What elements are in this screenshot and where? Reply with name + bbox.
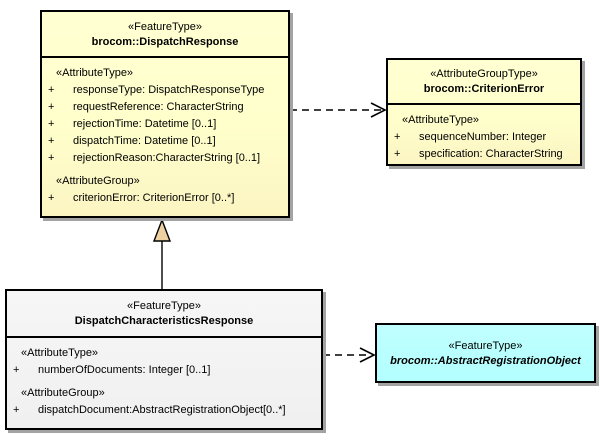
- class-header: «FeatureType» DispatchCharacteristicsRes…: [7, 291, 321, 338]
- section-heading-attribute-group: «AttributeGroup»: [56, 175, 140, 187]
- stereotype-label: «AttributeGroupType»: [430, 68, 538, 80]
- attribute-row: + requestReference: CharacterString: [42, 99, 288, 116]
- attribute-text: responseType: DispatchResponseType: [73, 84, 265, 96]
- attribute-row: + specification: CharacterString: [388, 146, 580, 163]
- attribute-row: + numberOfDocuments: Integer [0..1]: [7, 362, 321, 379]
- attribute-text: rejectionTime: Datetime [0..1]: [73, 118, 217, 130]
- attribute-row: + rejectionReason:CharacterString [0..1]: [42, 150, 288, 167]
- class-header: «FeatureType» brocom::AbstractRegistrati…: [377, 325, 594, 381]
- stereotype-label: «FeatureType»: [128, 20, 202, 33]
- dependency-arrow-criterion-error: [290, 102, 387, 118]
- class-header: «AttributeGroupType» brocom::CriterionEr…: [388, 60, 580, 105]
- visibility-marker: +: [394, 148, 401, 160]
- stereotype-label: «FeatureType»: [127, 300, 201, 312]
- attribute-row: + dispatchDocument:AbstractRegistrationO…: [7, 402, 321, 419]
- visibility-marker: +: [13, 404, 20, 416]
- visibility-marker: +: [48, 152, 55, 164]
- generalization-arrow: [152, 218, 172, 289]
- attribute-text: specification: CharacterString: [419, 148, 563, 160]
- attribute-text: numberOfDocuments: Integer [0..1]: [38, 364, 211, 376]
- class-box-dispatch-response: «FeatureType» brocom::DispatchResponse «…: [40, 10, 290, 218]
- class-box-criterion-error: «AttributeGroupType» brocom::CriterionEr…: [386, 58, 582, 166]
- attribute-row: + dispatchTime: Datetime [0..1]: [42, 133, 288, 150]
- visibility-marker: +: [48, 135, 55, 147]
- visibility-marker: +: [13, 364, 20, 376]
- attribute-row: + sequenceNumber: Integer: [388, 129, 580, 146]
- section-heading-attribute-group: «AttributeGroup»: [21, 387, 105, 399]
- visibility-marker: +: [48, 118, 55, 130]
- dependency-arrow-dispatch-document: [323, 347, 376, 363]
- attribute-row: + criterionError: CriterionError [0..*]: [42, 190, 288, 207]
- class-body: «AttributeType» + numberOfDocuments: Int…: [7, 338, 321, 419]
- attribute-text: requestReference: CharacterString: [73, 101, 244, 113]
- class-box-dispatch-characteristics-response: «FeatureType» DispatchCharacteristicsRes…: [5, 289, 323, 430]
- visibility-marker: +: [394, 131, 401, 143]
- visibility-marker: +: [48, 101, 55, 113]
- attribute-text: dispatchDocument:AbstractRegistrationObj…: [38, 404, 286, 416]
- class-name: brocom::AbstractRegistrationObject: [390, 354, 581, 367]
- class-name: brocom::CriterionError: [423, 83, 545, 95]
- visibility-marker: +: [48, 84, 55, 96]
- attribute-text: criterionError: CriterionError [0..*]: [73, 192, 235, 204]
- section-heading-attribute-type: «AttributeType»: [402, 114, 480, 126]
- stereotype-label: «FeatureType»: [448, 339, 523, 352]
- attribute-text: rejectionReason:CharacterString [0..1]: [73, 152, 261, 164]
- class-body: «AttributeType» + responseType: Dispatch…: [42, 58, 288, 207]
- visibility-marker: +: [48, 192, 55, 204]
- class-name: DispatchCharacteristicsResponse: [74, 315, 254, 327]
- class-box-abstract-registration-object: «FeatureType» brocom::AbstractRegistrati…: [375, 323, 596, 383]
- class-header: «FeatureType» brocom::DispatchResponse: [42, 12, 288, 58]
- class-name: brocom::DispatchResponse: [91, 35, 239, 48]
- class-body: «AttributeType» + sequenceNumber: Intege…: [388, 105, 580, 163]
- attribute-text: dispatchTime: Datetime [0..1]: [73, 135, 216, 147]
- section-heading-attribute-type: «AttributeType»: [21, 347, 99, 359]
- attribute-row: + responseType: DispatchResponseType: [42, 82, 288, 99]
- attribute-text: sequenceNumber: Integer: [419, 131, 547, 143]
- attribute-row: + rejectionTime: Datetime [0..1]: [42, 116, 288, 133]
- section-heading-attribute-type: «AttributeType»: [56, 67, 134, 79]
